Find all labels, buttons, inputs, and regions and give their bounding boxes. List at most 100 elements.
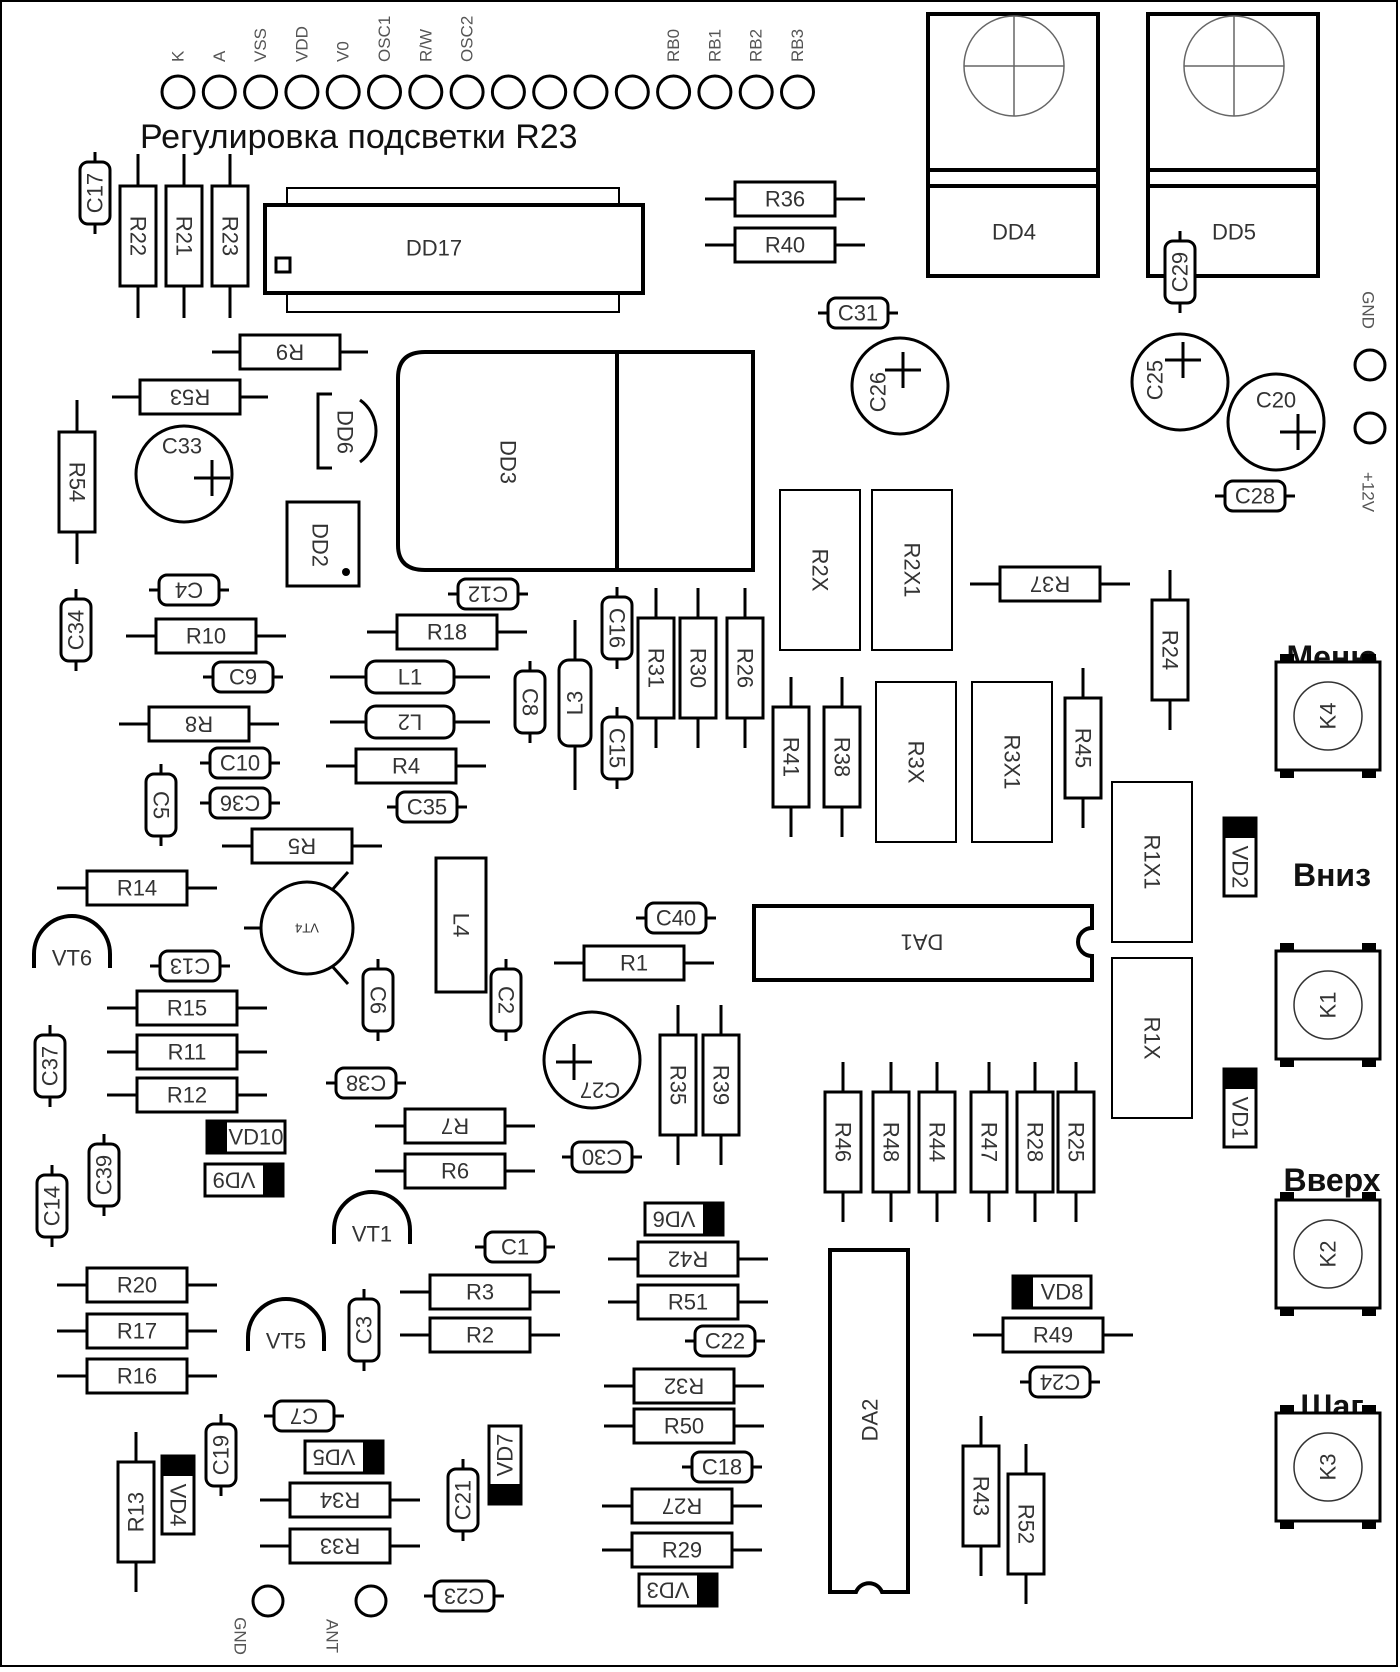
component-label: C33 bbox=[162, 434, 202, 459]
component-label: C13 bbox=[170, 954, 210, 979]
capacitor-body bbox=[78, 160, 112, 226]
pin-label: A bbox=[210, 50, 229, 62]
resistor-r34: R34 bbox=[260, 1481, 420, 1519]
component-label: C40 bbox=[656, 906, 696, 931]
component-label: C1 bbox=[501, 1235, 529, 1260]
resistor-body bbox=[135, 1033, 239, 1071]
resistor-body bbox=[154, 617, 258, 655]
pin-label: +12V bbox=[1359, 472, 1378, 513]
switch-leg bbox=[1362, 1521, 1376, 1529]
capacitor-body bbox=[208, 746, 272, 780]
resistor-body bbox=[85, 869, 189, 907]
component-label: R3X bbox=[904, 741, 929, 784]
component-label: DD4 bbox=[992, 220, 1036, 245]
capacitor-body bbox=[1028, 1365, 1092, 1399]
component-label: VT1 bbox=[352, 1222, 392, 1247]
diode-band bbox=[489, 1484, 521, 1504]
capacitor-body bbox=[134, 424, 234, 524]
capacitor-c19: C19 bbox=[204, 1414, 238, 1496]
component-label: C14 bbox=[40, 1186, 65, 1226]
capacitor-body bbox=[334, 1066, 398, 1100]
capacitor-body bbox=[211, 660, 275, 694]
resistor-body bbox=[403, 1107, 507, 1145]
resistor-body bbox=[636, 1283, 740, 1321]
capacitor-c23: C23 bbox=[424, 1579, 504, 1613]
capacitor-body bbox=[158, 949, 222, 983]
switch-leg bbox=[1362, 1405, 1376, 1413]
capacitor-c16: C16 bbox=[600, 587, 634, 669]
diode-vd8: VD8 bbox=[1011, 1274, 1093, 1310]
backlight-title: Регулировка подсветки R23 bbox=[140, 118, 578, 156]
component-label: R10 bbox=[186, 624, 226, 649]
resistor-body bbox=[164, 184, 204, 288]
component-label: VD3 bbox=[647, 1578, 690, 1603]
pad bbox=[408, 74, 444, 110]
component-label: DD3 bbox=[496, 440, 521, 484]
resistor-r52: R52 bbox=[1006, 1444, 1046, 1604]
capacitor-body bbox=[35, 1173, 69, 1239]
switch-leg bbox=[1280, 1059, 1294, 1067]
component-label: C2 bbox=[494, 986, 519, 1014]
diode-vd9: VD9 bbox=[203, 1162, 285, 1198]
switch-leg bbox=[1280, 654, 1294, 662]
component-label: R13 bbox=[124, 1492, 149, 1532]
component-label: C7 bbox=[290, 1404, 318, 1429]
diode-vd6: VD6 bbox=[643, 1201, 725, 1237]
component-label: R49 bbox=[1033, 1323, 1073, 1348]
switch-leg bbox=[1280, 1405, 1294, 1413]
capacitor-body bbox=[208, 786, 272, 820]
resistor-body bbox=[632, 1407, 736, 1445]
array-body bbox=[875, 681, 957, 843]
resistor-r11: R11 bbox=[107, 1033, 267, 1071]
pad bbox=[354, 1584, 388, 1618]
capacitor-c35: C35 bbox=[387, 790, 467, 824]
electrolytic-c25: C25 bbox=[1130, 332, 1230, 432]
resistor-body bbox=[823, 1090, 863, 1194]
resistor-r51: R51 bbox=[608, 1283, 768, 1321]
resistor-r13: R13 bbox=[116, 1432, 156, 1592]
resistor-r2: R2 bbox=[400, 1316, 560, 1354]
component-label: R34 bbox=[320, 1488, 360, 1513]
capacitor-body bbox=[456, 577, 520, 611]
component-label: C3 bbox=[352, 1316, 377, 1344]
diode-vd2: VD2 bbox=[1222, 816, 1258, 898]
component-label: C23 bbox=[444, 1584, 484, 1609]
component-label: R25 bbox=[1064, 1122, 1089, 1162]
array-body bbox=[971, 681, 1053, 843]
component-label: C20 bbox=[1256, 388, 1296, 413]
resistor-body bbox=[118, 184, 158, 288]
capacitor-c38: C38 bbox=[326, 1066, 406, 1100]
pad bbox=[1353, 411, 1387, 445]
pin-label: GND bbox=[1359, 291, 1378, 329]
electrolytic-c27: C27 bbox=[542, 1010, 642, 1110]
diode-band bbox=[1224, 818, 1256, 838]
capacitor-c29: C29 bbox=[1163, 231, 1197, 313]
resistor-r31: R31 bbox=[636, 588, 676, 748]
ic-body bbox=[316, 392, 332, 470]
resistor-r16: R16 bbox=[57, 1357, 217, 1395]
component-label: VD4 bbox=[166, 1484, 191, 1527]
resistor-body bbox=[135, 1076, 239, 1114]
component-label: C16 bbox=[605, 608, 630, 648]
resistor-body bbox=[250, 827, 354, 865]
switch-leg bbox=[1280, 1308, 1294, 1316]
capacitor-c4: C4 bbox=[149, 573, 229, 607]
capacitor-c9: C9 bbox=[203, 660, 283, 694]
array-body bbox=[1111, 781, 1193, 943]
switch-leg bbox=[1280, 943, 1294, 951]
capacitor-body bbox=[826, 296, 890, 330]
component-label: C19 bbox=[209, 1435, 234, 1475]
resistor-body bbox=[210, 184, 250, 288]
pad bbox=[697, 74, 733, 110]
pad bbox=[201, 74, 237, 110]
diode-band bbox=[697, 1574, 717, 1606]
resistor-r28: R28 bbox=[1015, 1062, 1055, 1222]
component-label: L4 bbox=[449, 913, 474, 937]
resistor-r37: R37 bbox=[970, 565, 1130, 603]
capacitor-body bbox=[600, 595, 634, 661]
button-caption: Вниз bbox=[1293, 857, 1371, 893]
switch-actuator bbox=[1293, 1432, 1363, 1502]
resistor-body bbox=[658, 1033, 698, 1137]
